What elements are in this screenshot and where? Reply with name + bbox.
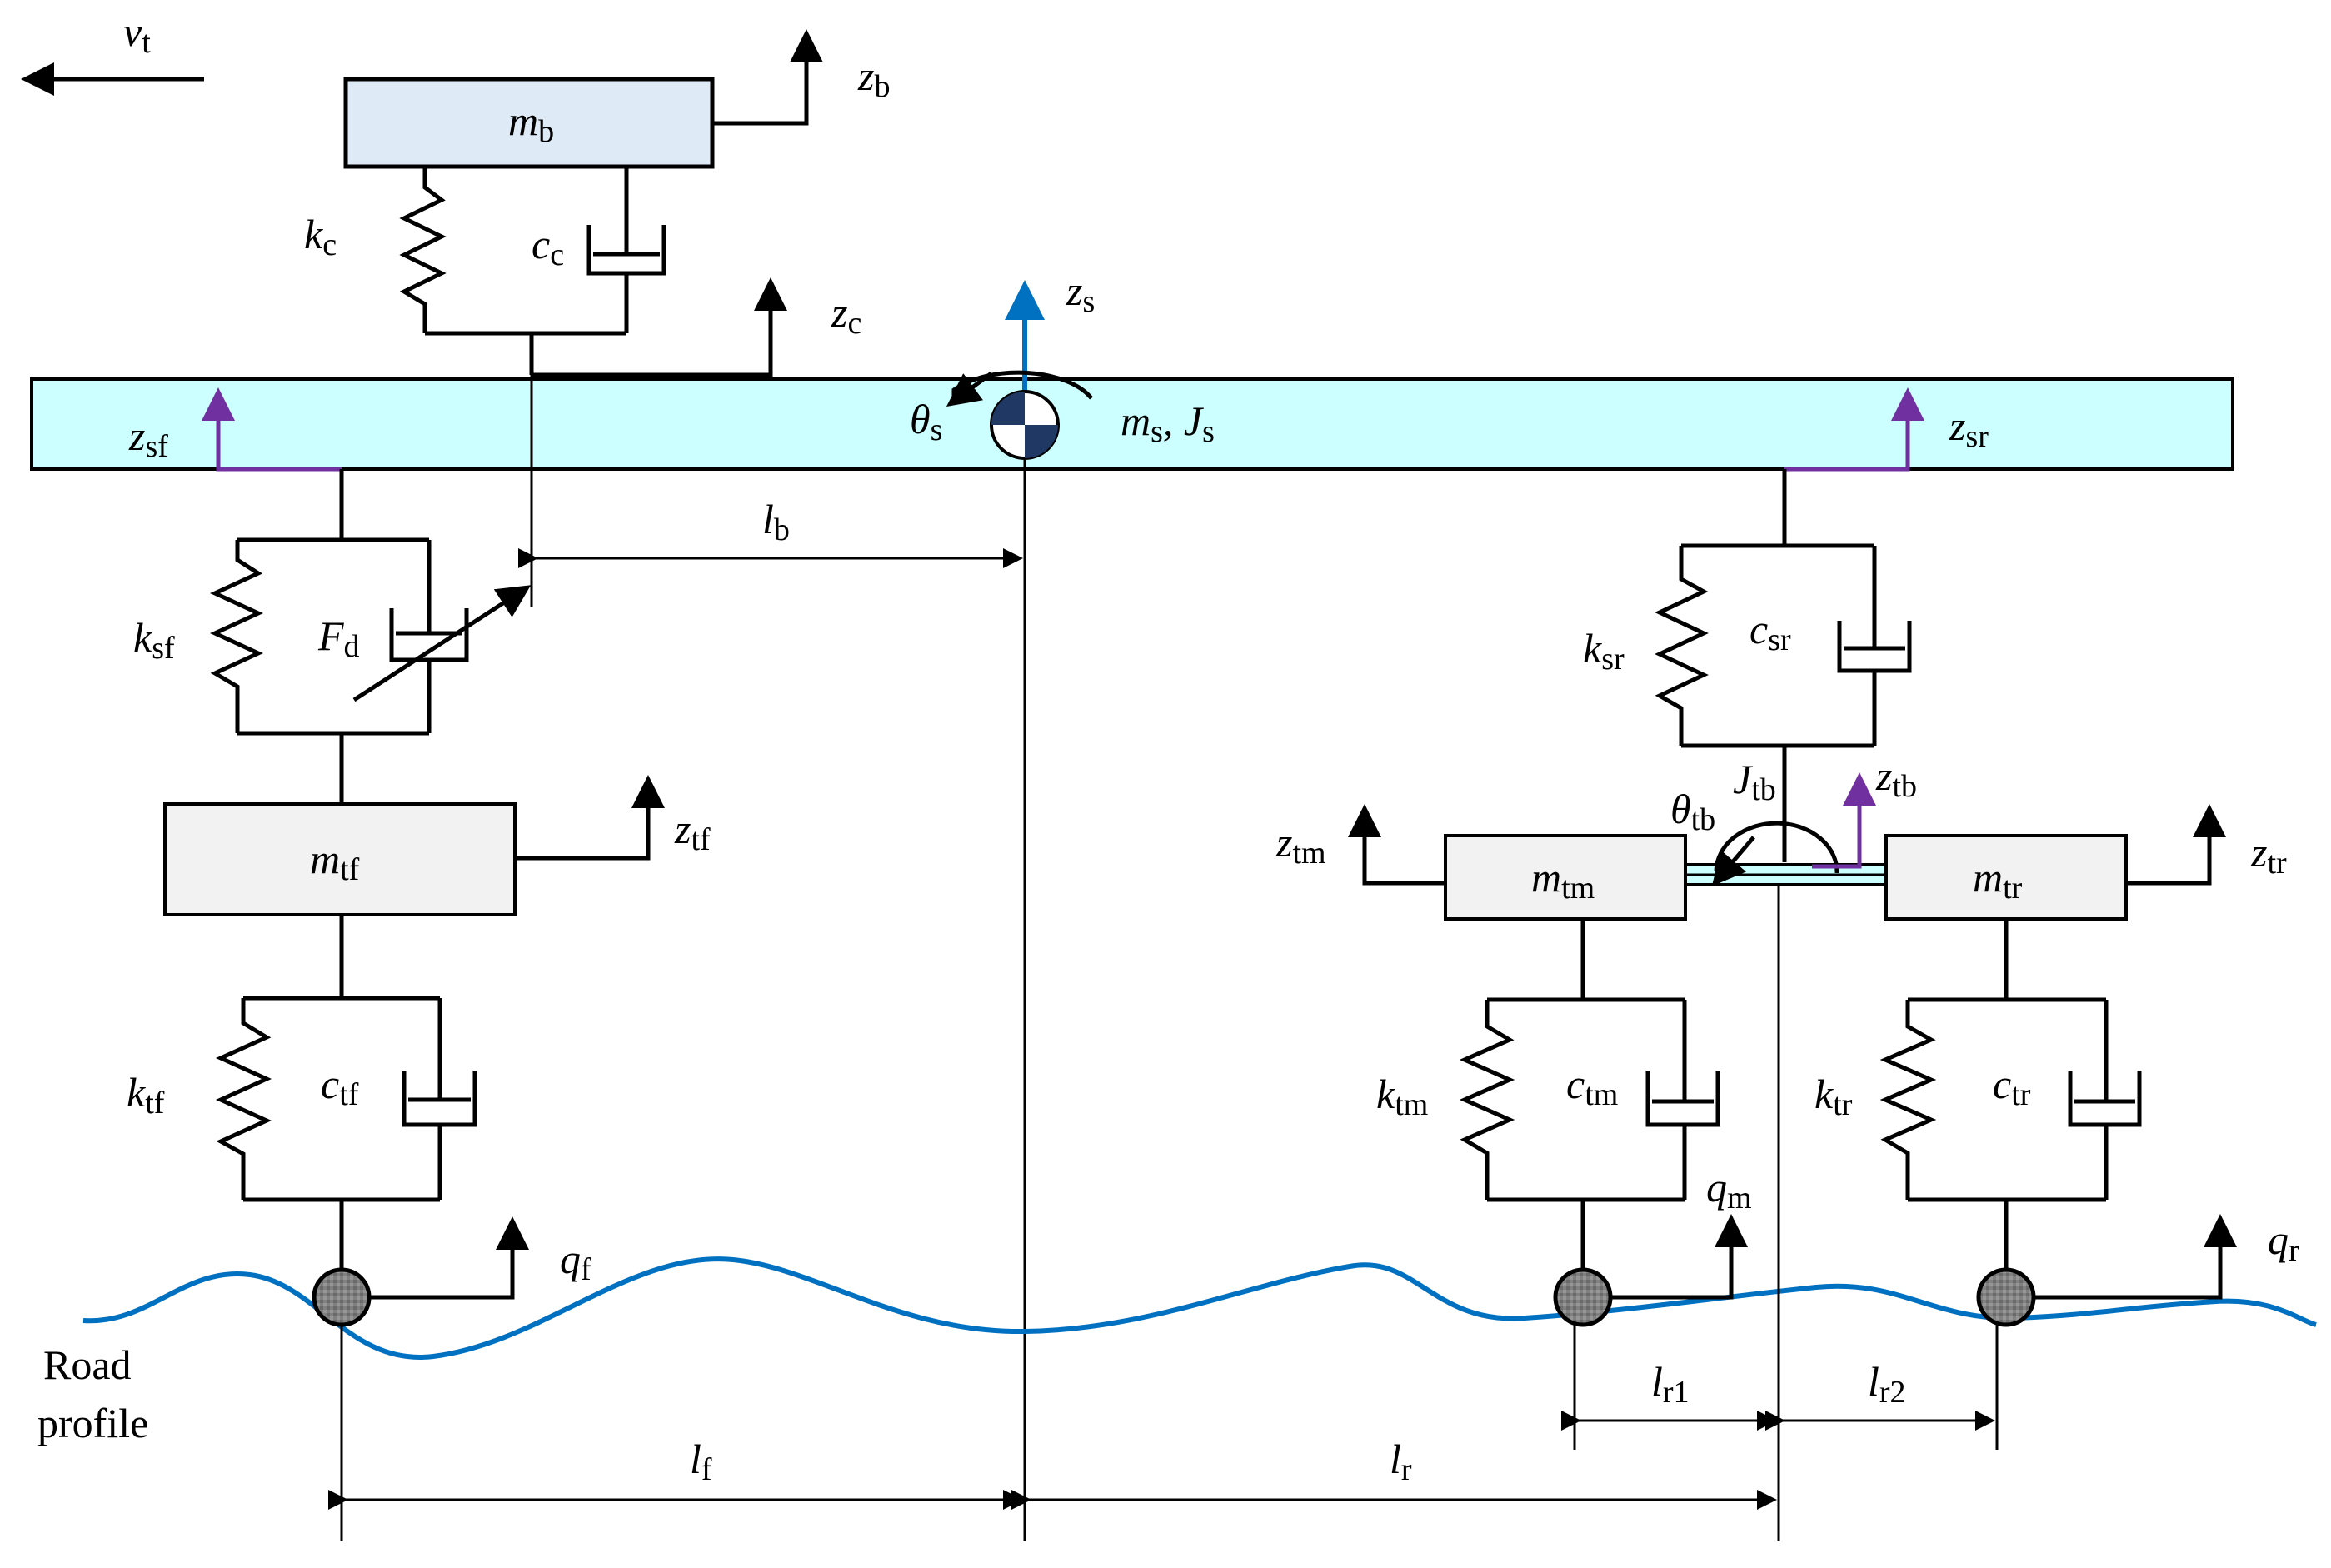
theta-tb-arc [1714, 821, 1839, 874]
label-lr1: lr1 [1651, 1358, 1690, 1410]
label-vt: vt [123, 8, 151, 60]
mass-mtf-block [163, 802, 517, 916]
label-ktm: ktm [1376, 1071, 1428, 1122]
label-cc: cc [532, 221, 564, 272]
label-csr: csr [1749, 606, 1791, 657]
label-theta-tb: θtb [1670, 786, 1715, 837]
label-ctf: ctf [321, 1061, 359, 1112]
label-fd: Fd [317, 612, 360, 664]
label-ms-js: ms, Js [1121, 397, 1215, 449]
zsr-arrow [1784, 387, 1924, 472]
label-theta-s: θs [910, 396, 942, 447]
spring-ktf [215, 998, 272, 1200]
qr-arrow [2034, 1214, 2237, 1300]
car-body [30, 377, 2234, 471]
damper-cc [586, 167, 666, 333]
spring-ktm [1459, 1000, 1515, 1200]
label-mtr: mtr [1973, 854, 2023, 906]
label-ksf: ksf [133, 614, 175, 666]
spring-ksf [210, 540, 263, 733]
label-ztm: ztm [1275, 819, 1326, 871]
label-mtf: mtf [310, 836, 360, 887]
label-ztr: ztr [2250, 829, 2287, 881]
label-zc: zc [831, 289, 861, 341]
label-zs: zs [1066, 267, 1095, 319]
label-ctm: ctm [1566, 1061, 1618, 1112]
label-ksr: ksr [1583, 625, 1625, 677]
label-ktf: ktf [127, 1069, 165, 1121]
label-lr2: lr2 [1868, 1358, 1906, 1410]
label-qr: qr [2268, 1216, 2299, 1268]
ztf-arrow [515, 775, 665, 861]
label-lf: lf [690, 1436, 712, 1487]
label-jtb: Jtb [1733, 756, 1776, 807]
theta-s-arrowhead [946, 371, 993, 407]
ztm-arrow [1348, 804, 1445, 886]
label-lb: lb [762, 496, 790, 547]
label-ktr: ktr [1814, 1071, 1853, 1122]
label-zb: zb [857, 52, 890, 104]
zb-arrow [712, 29, 823, 126]
road-profile-label-line1: Road [43, 1341, 132, 1388]
label-ztb: ztb [1875, 752, 1917, 804]
label-kc: kc [304, 211, 337, 262]
label-ztf: ztf [674, 806, 711, 857]
mass-mtm-block [1444, 834, 1687, 921]
damper-ctr [2068, 1000, 2142, 1200]
label-qm: qm [1706, 1164, 1752, 1216]
zsf-arrow [202, 387, 342, 472]
ztb-arrow [1812, 772, 1876, 869]
center-of-gravity-icon [990, 390, 1060, 460]
ztr-arrow [2126, 804, 2226, 886]
spring-ksr [1655, 546, 1709, 746]
qm-arrow [1610, 1214, 1748, 1300]
label-mtm: mtm [1531, 854, 1595, 906]
label-zsf: zsf [128, 412, 168, 464]
damper-ctm [1645, 1000, 1720, 1200]
label-ctr: ctr [1993, 1061, 2031, 1112]
damper-csr [1837, 546, 1912, 746]
label-mb: mb [508, 97, 554, 149]
front-wheel [312, 1267, 372, 1327]
label-lr: lr [1390, 1436, 1412, 1487]
spring-kc [399, 167, 447, 333]
damper-fd [352, 540, 532, 733]
middle-wheel [1553, 1267, 1613, 1327]
label-zsr: zsr [1949, 402, 1989, 454]
zc-arrow [532, 277, 787, 377]
label-qf: qf [560, 1236, 591, 1287]
theta-tb-arrowhead [1711, 836, 1755, 886]
road-profile-label-line2: profile [37, 1400, 148, 1446]
spring-ktr [1879, 1000, 1937, 1200]
rear-wheel [1976, 1267, 2036, 1327]
damper-ctf [402, 998, 477, 1200]
qf-arrow [369, 1216, 529, 1300]
